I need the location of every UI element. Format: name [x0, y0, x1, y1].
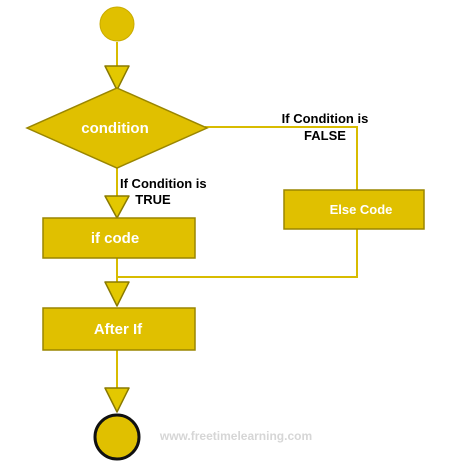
start-node — [99, 6, 135, 42]
true-label-line1: If Condition is — [120, 176, 207, 191]
else-code-label: Else Code — [330, 202, 393, 217]
else-code-box — [283, 189, 425, 230]
false-label-line2: FALSE — [304, 128, 346, 143]
arrow-after-if-to-end-icon — [104, 387, 130, 413]
true-label-line2: TRUE — [135, 192, 171, 207]
after-if-box — [42, 307, 196, 351]
if-code-box — [42, 217, 196, 259]
if-code-label: if code — [91, 230, 139, 247]
end-node — [93, 413, 141, 461]
false-label-line1: If Condition is — [282, 111, 369, 126]
arrow-if-code-to-after-if-icon — [104, 281, 130, 307]
connectors — [116, 42, 358, 390]
after-if-label: After If — [94, 321, 143, 338]
connector-condition-to-else-code — [205, 126, 358, 190]
arrow-condition-to-if-code-icon — [104, 195, 130, 219]
connector-else-code-merge — [117, 229, 358, 278]
decision-diamond — [25, 87, 209, 169]
arrow-start-to-condition-icon — [104, 65, 130, 91]
watermark: www.freetimelearning.com — [159, 429, 312, 443]
decision-label: condition — [81, 120, 149, 137]
